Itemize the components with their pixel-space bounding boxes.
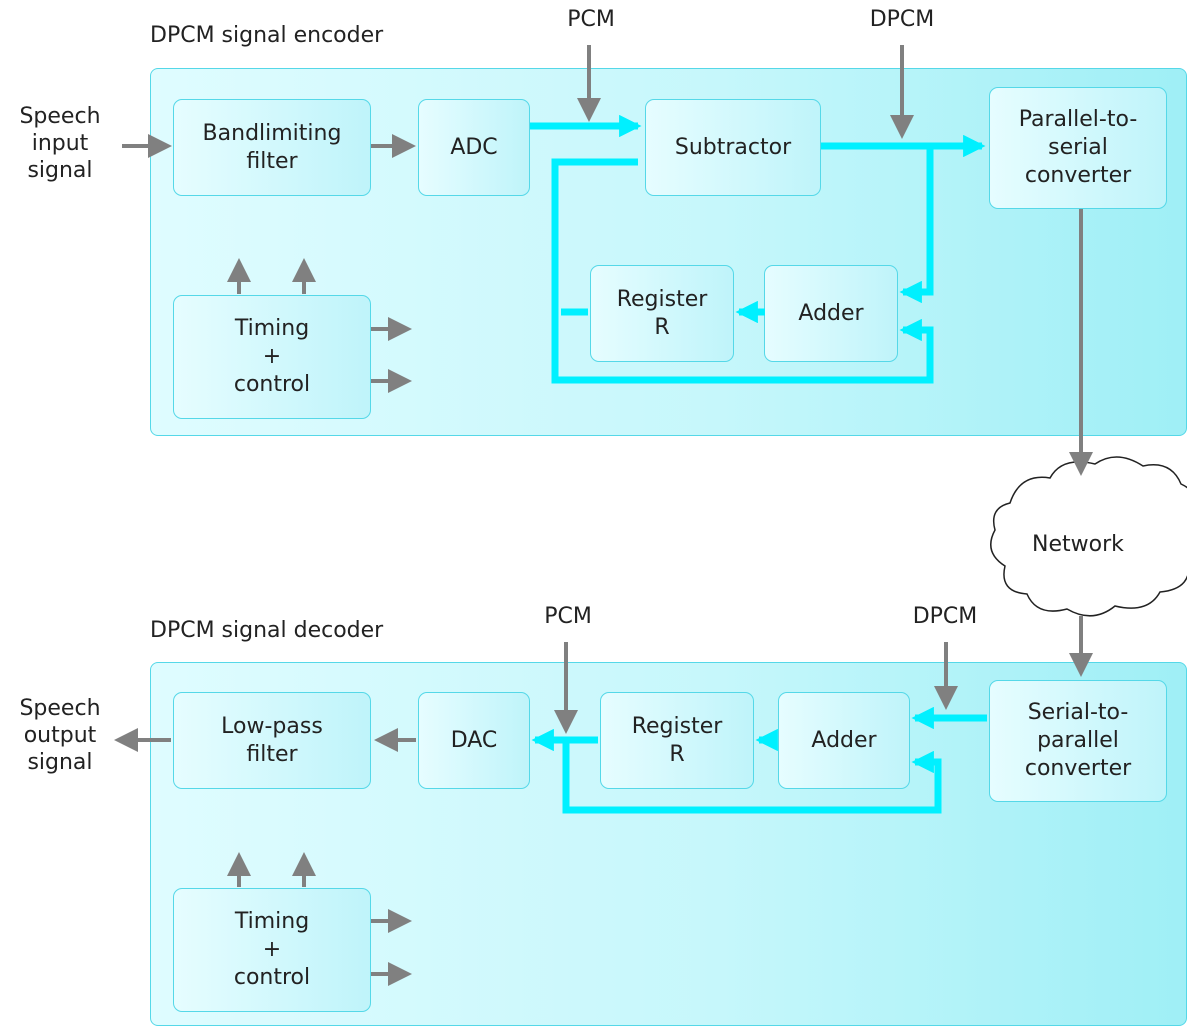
- subtractor-block: Subtractor: [645, 99, 821, 196]
- bandlimiting-filter-block: Bandlimiting filter: [173, 99, 371, 196]
- dac-block: DAC: [418, 692, 530, 789]
- adc-block: ADC: [418, 99, 530, 196]
- encoder-dpcm-label: DPCM: [869, 7, 935, 32]
- encoder-title: DPCM signal encoder: [150, 23, 384, 48]
- decoder-timing-control-block: Timing + control: [173, 888, 371, 1012]
- speech-output-label: Speech output signal: [19, 696, 101, 775]
- encoder-adder-block: Adder: [764, 265, 898, 362]
- parallel-to-serial-block: Parallel-to- serial converter: [989, 87, 1167, 209]
- decoder-pcm-label: PCM: [544, 604, 592, 629]
- encoder-pcm-label: PCM: [567, 7, 615, 32]
- low-pass-filter-block: Low-pass filter: [173, 692, 371, 789]
- decoder-register-block: Register R: [600, 692, 754, 789]
- speech-input-label: Speech input signal: [19, 104, 101, 183]
- decoder-dpcm-label: DPCM: [912, 604, 978, 629]
- decoder-title: DPCM signal decoder: [150, 618, 384, 643]
- network-label: Network: [1032, 532, 1124, 557]
- decoder-adder-block: Adder: [778, 692, 910, 789]
- encoder-timing-control-block: Timing + control: [173, 295, 371, 419]
- encoder-register-block: Register R: [590, 265, 734, 362]
- serial-to-parallel-block: Serial-to- parallel converter: [989, 680, 1167, 802]
